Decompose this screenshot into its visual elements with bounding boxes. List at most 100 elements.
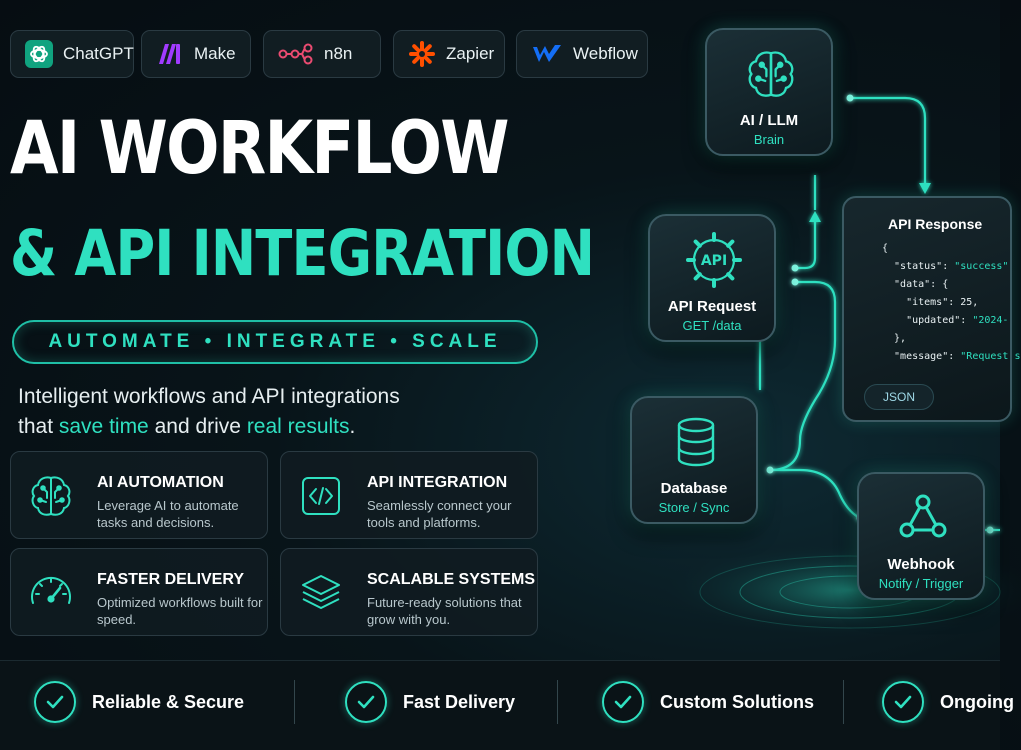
node-database: Database Store / Sync xyxy=(630,396,758,524)
code-key: "updated": xyxy=(882,315,973,326)
port-dot xyxy=(791,264,799,272)
tool-name: ChatGPT xyxy=(63,44,134,63)
connector-api-to-db xyxy=(769,280,837,472)
connector-db-to-webhook xyxy=(770,468,861,519)
description-accent: real results xyxy=(246,415,350,438)
divider xyxy=(557,680,558,724)
brain-icon xyxy=(25,470,77,522)
tool-name: Webflow xyxy=(573,44,638,63)
description: Intelligent workflows and API integratio… xyxy=(18,382,558,442)
zapier-logo-icon xyxy=(408,40,436,68)
brain-icon xyxy=(741,44,801,104)
check-circle-icon xyxy=(34,681,76,723)
feature-label: Ongoing xyxy=(940,691,1014,712)
code-line: { xyxy=(882,243,889,254)
node-title: AI / LLM xyxy=(739,112,799,129)
node-subtitle: Notify / Trigger xyxy=(878,576,964,591)
code-key: "message": xyxy=(882,351,961,362)
json-badge: JSON xyxy=(864,384,934,410)
feature-card-faster-delivery: FASTER DELIVERY Optimized workflows buil… xyxy=(10,548,268,636)
code-line: }, xyxy=(882,333,907,344)
description-line-2: that save time and drive real results. xyxy=(18,412,558,442)
arrow-head xyxy=(919,183,931,194)
feature-card-scalable-systems: SCALABLE SYSTEMS Future-ready solutions … xyxy=(280,548,538,636)
tool-name: Make xyxy=(194,44,236,63)
card-text: Optimized workflows built for speed. xyxy=(97,595,263,627)
tool-pill-chatgpt: ChatGPT xyxy=(10,30,134,78)
arrow-head xyxy=(809,211,821,222)
node-subtitle: Brain xyxy=(753,132,785,147)
tagline-pill: AUTOMATE • INTEGRATE • SCALE xyxy=(12,320,538,364)
speedometer-icon xyxy=(25,567,77,619)
card-text: Leverage AI to automate tasks and decisi… xyxy=(97,498,239,530)
database-icon xyxy=(666,412,726,472)
description-accent: save time xyxy=(58,415,149,438)
tool-name: n8n xyxy=(324,44,353,63)
node-subtitle: Store / Sync xyxy=(658,500,730,515)
headline-line-1: AI WORKFLOW xyxy=(10,106,509,191)
feature-label: Fast Delivery xyxy=(403,691,516,712)
divider xyxy=(294,680,295,724)
feature-ongoing: Ongoing xyxy=(882,680,1014,724)
card-text: Future-ready solutions that grow with yo… xyxy=(367,595,522,627)
layers-icon xyxy=(295,567,347,619)
node-webhook: Webhook Notify / Trigger xyxy=(857,472,985,600)
node-ai-llm: AI / LLM Brain xyxy=(705,28,833,156)
card-title: API INTEGRATION xyxy=(367,474,508,491)
description-text: and drive xyxy=(148,415,247,438)
feature-label: Custom Solutions xyxy=(660,691,814,712)
api-response-panel: API Response { "status": "success" "data… xyxy=(842,196,1021,422)
n8n-logo-icon xyxy=(278,40,314,68)
feature-card-api-integration: API INTEGRATION Seamlessly connect your … xyxy=(280,451,538,539)
make-logo-icon xyxy=(156,40,184,68)
connector-api-to-ai xyxy=(795,220,817,270)
code-line: "data": { xyxy=(882,279,949,290)
code-value: "2024- xyxy=(972,315,1009,326)
webflow-logo-icon xyxy=(531,40,563,68)
webhook-icon xyxy=(893,488,953,548)
headline-line-2: & API INTEGRATION xyxy=(10,217,595,290)
feature-reliable-secure: Reliable & Secure xyxy=(34,680,244,724)
description-text: . xyxy=(349,415,356,438)
chatgpt-logo-icon xyxy=(25,40,53,68)
api-response-title: API Response xyxy=(888,216,983,232)
tool-pill-zapier: Zapier xyxy=(393,30,505,78)
code-key: "status": xyxy=(882,261,955,272)
tool-pill-webflow: Webflow xyxy=(516,30,648,78)
check-circle-icon xyxy=(345,681,387,723)
api-icon-text: API xyxy=(701,253,727,269)
port-dot xyxy=(766,466,774,474)
feature-custom-solutions: Custom Solutions xyxy=(602,680,814,724)
code-value: "success" xyxy=(954,261,1009,272)
feature-fast-delivery: Fast Delivery xyxy=(345,680,515,724)
connector-ai-to-response xyxy=(850,96,927,185)
card-text: Seamlessly connect your tools and platfo… xyxy=(367,498,512,530)
feature-label: Reliable & Secure xyxy=(92,691,245,712)
tool-pill-n8n: n8n xyxy=(263,30,381,78)
bottom-feature-bar xyxy=(0,660,1000,750)
node-api-request: API API Request GET /data xyxy=(648,214,776,342)
description-text: that xyxy=(18,415,59,438)
port-dot xyxy=(986,526,994,534)
tool-pill-make: Make xyxy=(141,30,251,78)
description-line-1: Intelligent workflows and API integratio… xyxy=(18,385,400,408)
check-circle-icon xyxy=(882,681,924,723)
code-icon xyxy=(295,470,347,522)
check-circle-icon xyxy=(602,681,644,723)
feature-card-ai-automation: AI AUTOMATION Leverage AI to automate ta… xyxy=(10,451,268,539)
divider xyxy=(843,680,844,724)
node-title: Webhook xyxy=(887,556,955,573)
api-response-code: { "status": "success" "data": { "items":… xyxy=(882,240,1021,366)
api-gear-icon: API xyxy=(684,230,744,290)
node-title: API Request xyxy=(667,298,757,315)
code-value: "Request s xyxy=(960,351,1021,362)
port-dot xyxy=(846,94,854,102)
code-line: "items": 25, xyxy=(882,297,979,308)
card-title: FASTER DELIVERY xyxy=(97,571,244,588)
card-title: SCALABLE SYSTEMS xyxy=(367,571,536,588)
node-title: Database xyxy=(660,480,728,497)
card-title: AI AUTOMATION xyxy=(97,474,224,491)
tool-name: Zapier xyxy=(446,44,495,63)
node-subtitle: GET /data xyxy=(682,318,742,333)
port-dot xyxy=(791,278,799,286)
